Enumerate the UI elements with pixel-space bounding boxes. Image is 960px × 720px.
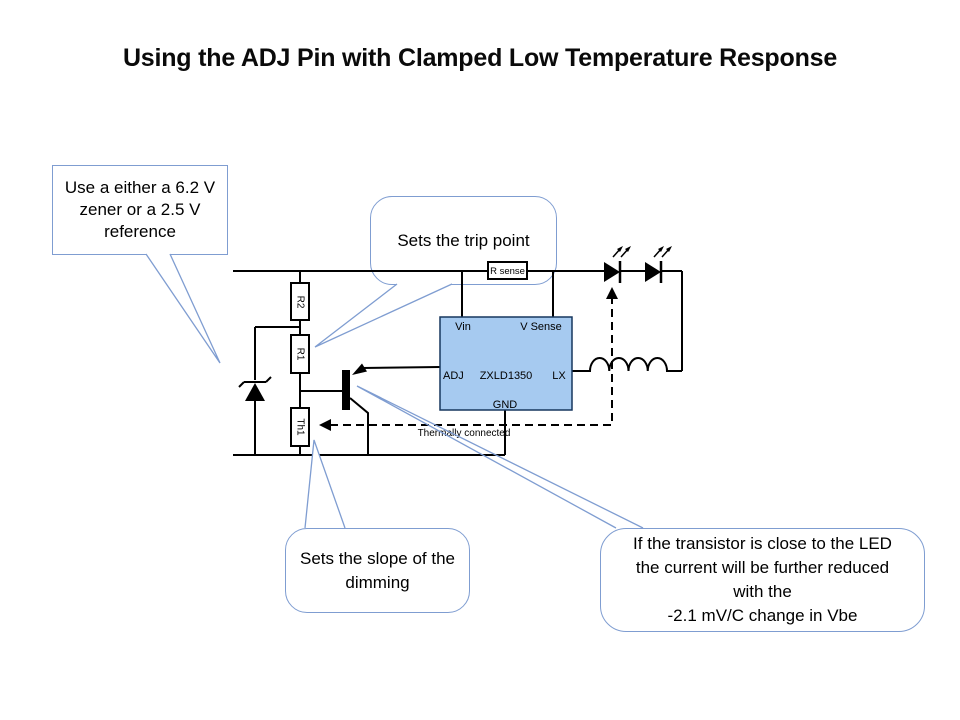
inductor-icon (572, 356, 682, 372)
resistor-r-sense: R sense (487, 261, 528, 280)
callout-transistor-note-line: -2.1 mV/C change in Vbe (667, 606, 858, 625)
callout-slope-tail (304, 439, 346, 529)
callout-dimming-slope: Sets the slope of the dimming (285, 528, 470, 613)
resistor-r-sense-label: R sense (490, 266, 525, 277)
led-icon (645, 246, 672, 283)
callout-zener-line: reference (104, 222, 176, 241)
npn-transistor-icon (342, 370, 350, 410)
callout-zener-note: Use a either a 6.2 V zener or a 2.5 V re… (52, 165, 228, 255)
callout-tails (145, 253, 644, 529)
ic-pin-vin-label: Vin (455, 321, 471, 333)
thermistor-th1: Th1 (290, 407, 310, 447)
thermal-dashed-line (330, 292, 613, 426)
callout-trip-point-text: Sets the trip point (397, 231, 530, 250)
zener-diode-icon (238, 376, 272, 401)
resistor-r2-label: R2 (295, 296, 306, 309)
slide-title: Using the ADJ Pin with Clamped Low Tempe… (122, 44, 838, 72)
adj-pin-wire (361, 366, 441, 369)
thermal-up-arrowhead-icon (606, 287, 618, 299)
adj-arrowhead-icon (352, 363, 367, 375)
thermistor-th1-label: Th1 (295, 418, 306, 436)
thermally-connected-label: Thermally connected (418, 428, 511, 439)
callout-transistor-note-line: the current will be further reduced (635, 558, 890, 577)
ic-zxld1350: Vin V Sense ADJ ZXLD1350 LX GND (439, 316, 573, 411)
callout-zener-line: zener or a 2.5 V (79, 200, 201, 219)
zener-branch-wire (254, 326, 300, 455)
emitter-wire (349, 397, 369, 455)
ic-pin-adj-label: ADJ (443, 370, 464, 382)
callout-transistor-tail (356, 385, 644, 529)
callout-transistor-note-line: If the transistor is close to the LED (633, 534, 892, 553)
callout-zener-tail (145, 253, 221, 364)
thermal-coupling-indicator: Thermally connected (319, 287, 618, 439)
callout-zener-line: Use a either a 6.2 V (64, 178, 216, 197)
callout-dimming-slope-line: dimming (345, 572, 410, 592)
resistor-r1-label: R1 (295, 348, 306, 361)
callout-dimming-slope-line: Sets the slope of the (300, 548, 455, 568)
ic-pin-lx-label: LX (552, 370, 566, 382)
callout-trip-tail (314, 283, 453, 348)
thermal-left-arrowhead-icon (319, 419, 331, 431)
wires (233, 270, 683, 456)
led-icon (604, 246, 631, 283)
callout-transistor-note: If the transistor is close to the LED th… (600, 528, 925, 632)
resistor-r2: R2 (290, 282, 310, 321)
ic-part-number-label: ZXLD1350 (480, 370, 533, 382)
resistor-r1: R1 (290, 334, 310, 374)
ic-pin-gnd-label: GND (493, 399, 518, 411)
ic-pin-vsense-label: V Sense (520, 321, 562, 333)
callout-transistor-note-line: with the (733, 582, 792, 601)
